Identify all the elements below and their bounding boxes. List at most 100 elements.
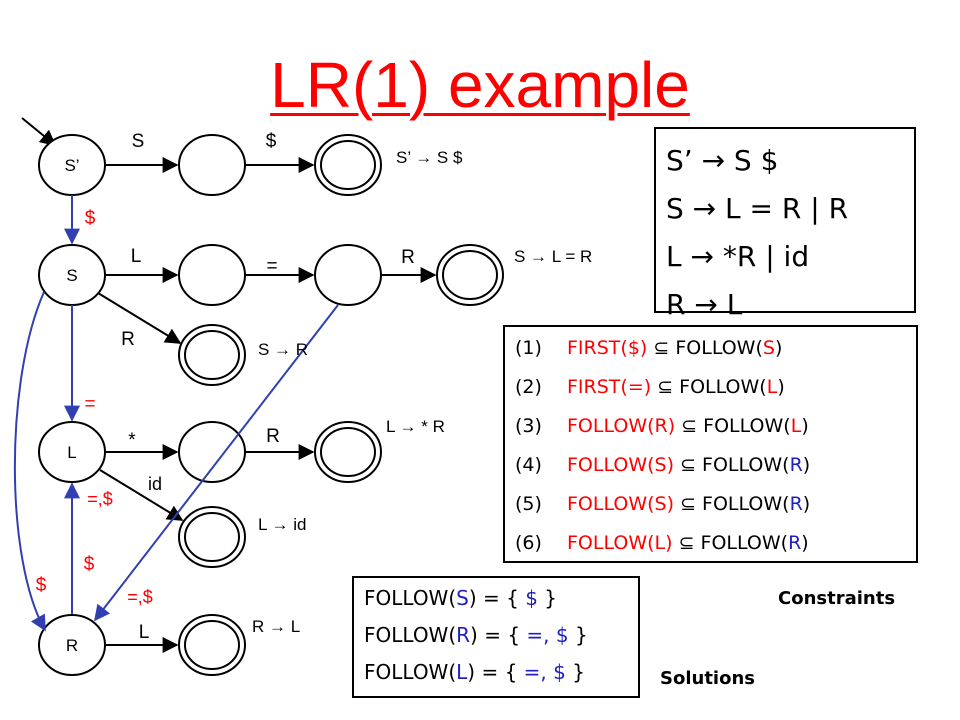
subset-symbol: ⊆ bbox=[680, 493, 696, 515]
production-label-2: S → L = R bbox=[514, 247, 592, 266]
state-b3-final bbox=[436, 244, 504, 306]
edge-label-l1: L bbox=[131, 246, 142, 267]
solution-fn: FOLLOW( bbox=[364, 586, 457, 610]
constraints-label: Constraints bbox=[778, 588, 896, 609]
production-label-3: S → R bbox=[258, 340, 308, 359]
blue-edge-b2-r bbox=[94, 304, 339, 622]
solution-end: } bbox=[537, 586, 558, 610]
constraint-close: ) bbox=[777, 376, 785, 398]
constraint-number: (3) bbox=[515, 415, 542, 437]
constraint-rhs-fn: FOLLOW( bbox=[679, 376, 767, 398]
constraints-box: (1)FIRST($) ⊆ FOLLOW(S) (2)FIRST(=) ⊆ FO… bbox=[503, 325, 918, 563]
constraint-rhs-arg: R bbox=[788, 532, 802, 554]
blue-edge-s-r-curve bbox=[13, 291, 46, 632]
constraint-rhs-fn: FOLLOW( bbox=[702, 454, 790, 476]
constraint-row: (5) FOLLOW(S) ⊆ FOLLOW(R) bbox=[515, 485, 906, 524]
constraint-rhs-arg: R bbox=[789, 493, 803, 515]
constraint-row: (2)FIRST(=) ⊆ FOLLOW(L) bbox=[515, 368, 906, 407]
state-c-final-inner bbox=[184, 330, 240, 380]
state-d2-final-inner bbox=[320, 427, 376, 477]
constraint-lhs: FIRST($) bbox=[567, 337, 648, 359]
constraint-lhs: FIRST(=) bbox=[567, 376, 652, 398]
constraint-close: ) bbox=[802, 493, 811, 515]
constraint-number: (6) bbox=[515, 532, 542, 554]
subset-symbol: ⊆ bbox=[680, 454, 696, 476]
solution-fn: FOLLOW( bbox=[364, 623, 457, 647]
state-label-s-prime: S’ bbox=[64, 156, 79, 175]
state-d1 bbox=[178, 421, 246, 483]
solution-end: } bbox=[568, 623, 588, 647]
constraint-close: ) bbox=[774, 337, 783, 359]
constraint-rhs-fn: FOLLOW( bbox=[700, 532, 789, 554]
solution-row: FOLLOW(R) = { =, $ } bbox=[364, 617, 628, 654]
constraint-lhs: FOLLOW(S) bbox=[567, 493, 675, 515]
constraint-close: ) bbox=[802, 454, 811, 476]
production-label-6: R → L bbox=[252, 617, 300, 636]
state-accept-final-inner bbox=[320, 140, 376, 190]
state-label-s: S bbox=[66, 266, 77, 285]
state-b1 bbox=[178, 244, 246, 306]
edge-label-r1: R bbox=[401, 247, 415, 268]
edge-label-red-dollar-low: $ bbox=[84, 554, 95, 575]
edge-label-dollar1: $ bbox=[266, 131, 277, 152]
edge-label-r3: R bbox=[266, 426, 280, 447]
edge-label-star: * bbox=[128, 430, 136, 451]
constraint-rhs-arg: R bbox=[789, 454, 803, 476]
state-label-l: L bbox=[67, 443, 76, 462]
constraint-rhs-arg: S bbox=[762, 337, 775, 359]
constraint-row: (1)FIRST($) ⊆ FOLLOW(S) bbox=[515, 329, 906, 368]
constraint-rhs-fn: FOLLOW( bbox=[702, 493, 790, 515]
grammar-line-4: R → L bbox=[666, 288, 743, 321]
production-label-5: L → id bbox=[258, 515, 307, 534]
state-accept-final bbox=[314, 134, 382, 196]
start-arrow bbox=[21, 117, 57, 147]
edge-label-red-eqdollar-mid: =,$ bbox=[87, 489, 113, 509]
constraint-rhs-arg: L bbox=[790, 415, 802, 437]
solution-arg: L bbox=[456, 660, 468, 684]
constraint-number: (5) bbox=[515, 493, 542, 515]
production-label-1: S’ → S $ bbox=[396, 148, 463, 167]
solution-end: } bbox=[565, 660, 585, 684]
solutions-label: Solutions bbox=[660, 668, 755, 689]
constraint-number: (4) bbox=[515, 454, 542, 476]
edge-label-l2: L bbox=[139, 622, 150, 643]
solution-value: $ bbox=[525, 586, 538, 610]
edge-s-r bbox=[97, 292, 182, 344]
constraint-rhs-fn: FOLLOW( bbox=[675, 337, 763, 359]
solution-mid: ) = { bbox=[467, 660, 524, 684]
constraint-lhs: FOLLOW(S) bbox=[567, 454, 675, 476]
edge-label-red-eq: = bbox=[84, 394, 95, 415]
solution-value: =, $ bbox=[523, 660, 566, 684]
edge-label-id: id bbox=[148, 474, 162, 494]
edge-label-red-dollar-top: $ bbox=[85, 208, 96, 229]
state-b2 bbox=[314, 244, 382, 306]
constraint-rhs-fn: FOLLOW( bbox=[703, 415, 791, 437]
edge-label-red-dollar-left: $ bbox=[36, 575, 47, 596]
subset-symbol: ⊆ bbox=[653, 337, 670, 359]
state-f-final bbox=[178, 614, 246, 676]
solution-mid: ) = { bbox=[470, 623, 527, 647]
state-c-final bbox=[178, 324, 246, 386]
constraint-close: ) bbox=[801, 532, 809, 554]
constraint-rhs-arg: L bbox=[766, 376, 778, 398]
state-b3-final-inner bbox=[442, 250, 498, 300]
state-e-final bbox=[178, 506, 246, 568]
grammar-line-1: S’ → S $ bbox=[666, 144, 779, 177]
constraint-row: (4) FOLLOW(S) ⊆ FOLLOW(R) bbox=[515, 446, 906, 485]
grammar-line-2: S → L = R | R bbox=[666, 192, 849, 225]
solution-arg: S bbox=[456, 586, 469, 610]
solution-row: FOLLOW(S) = { $ } bbox=[364, 580, 628, 617]
state-e-final-inner bbox=[184, 512, 240, 562]
constraint-number: (2) bbox=[515, 376, 542, 398]
state-label-r: R bbox=[66, 636, 78, 655]
production-label-4: L → * R bbox=[386, 417, 445, 436]
constraint-close: ) bbox=[801, 415, 809, 437]
edge-label-red-eqdollar-bottom: =,$ bbox=[127, 587, 153, 607]
solution-fn: FOLLOW( bbox=[364, 660, 457, 684]
constraint-lhs: FOLLOW(L) bbox=[567, 532, 673, 554]
solutions-box: FOLLOW(S) = { $ } FOLLOW(R) = { =, $ } F… bbox=[352, 576, 640, 698]
state-a1 bbox=[178, 134, 246, 196]
edge-label-r2: R bbox=[121, 329, 135, 350]
solution-arg: R bbox=[456, 623, 471, 647]
